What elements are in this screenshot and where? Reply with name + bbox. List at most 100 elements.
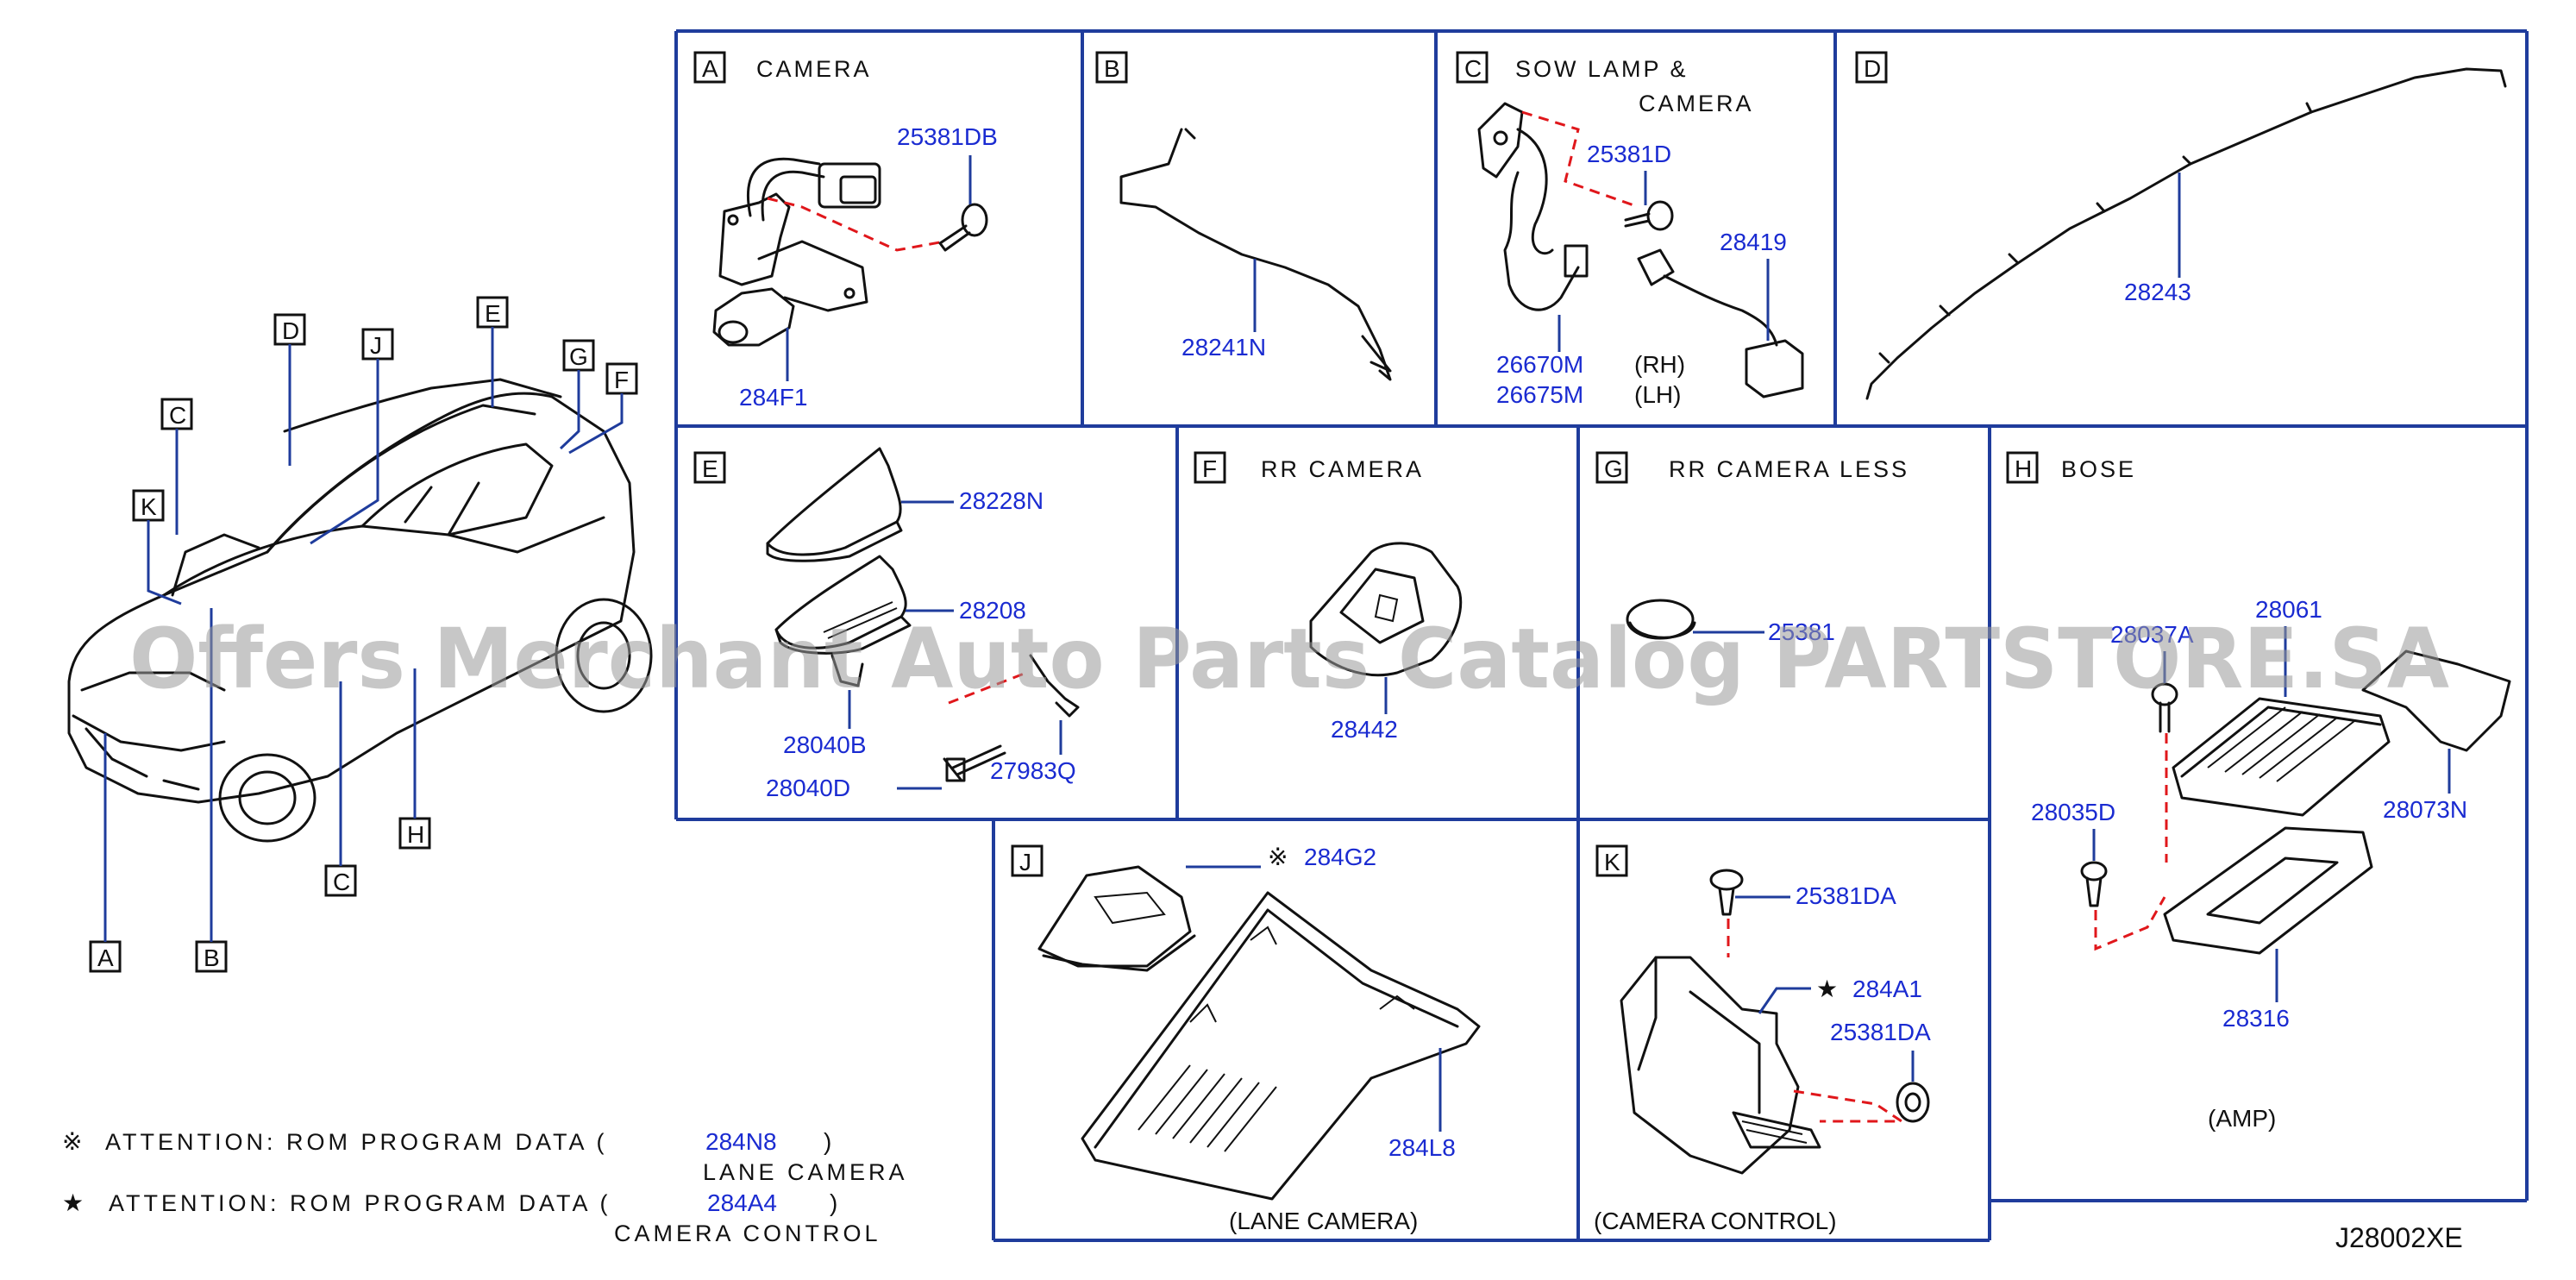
part-25381d: 25381D [1587,141,1671,167]
diagram-code: J28002XE [2335,1222,2463,1253]
panel-g: G RR CAMERA LESS 25381 [1595,451,1909,645]
note-1-text: ATTENTION: ROM PROGRAM DATA ( [105,1129,608,1155]
panel-a-letter-box [693,51,726,84]
note-1-sub: LANE CAMERA [703,1159,908,1185]
bolt-28037a [2151,682,2178,733]
vehicle-label-c-bottom: C [333,869,350,895]
part-25381da-top: 25381DA [1796,882,1896,909]
panel-g-title: RR CAMERA LESS [1669,456,1909,482]
panel-f-letter-box [1194,451,1226,484]
panel-k-letter: K [1604,849,1620,875]
vehicle-label-d-box [273,313,306,346]
harness-28243 [1865,67,2507,400]
part-28442: 28442 [1331,716,1398,743]
note-2-symbol: ★ [62,1189,84,1216]
panel-c-title-line1: SOW LAMP & [1515,56,1689,82]
panel-j-letter: J [1019,849,1031,875]
panel-d-letter-box [1855,51,1888,84]
part-25381: 25381 [1768,618,1835,645]
attention-notes: ※ ATTENTION: ROM PROGRAM DATA ( 284N8 ) … [62,1128,908,1246]
part-284a1: 284A1 [1852,976,1922,1002]
panel-g-letter-box [1595,451,1628,484]
vehicle-label-e: E [485,300,501,327]
harness-28241n [1119,128,1392,381]
part-28241n: 28241N [1181,334,1266,361]
panel-c-letter: C [1464,55,1482,82]
camera-part-drawing [712,157,881,347]
panel-k-letter-box [1595,844,1628,877]
panel-g-letter: G [1604,455,1623,482]
part-28035d: 28035D [2031,799,2115,825]
panel-a-title: CAMERA [756,56,872,82]
vehicle-label-k: K [141,493,157,520]
lane-camera-drawing [1037,865,1196,972]
panel-a-letter: A [702,55,718,82]
panel-k-caption: (CAMERA CONTROL) [1594,1208,1837,1234]
part-28040d: 28040D [766,775,850,801]
bolt-28040d [943,744,1006,782]
panel-j-letter-box [1011,844,1044,877]
panel-h-letter-box [2006,451,2039,484]
vehicle-label-j: J [370,332,382,359]
cover-28073n-drawing [2361,649,2511,752]
panel-c-letter-box [1456,51,1489,84]
bolt-25381da-right [1896,1082,1930,1123]
panel-h: H BOSE 28061 28037A 28035D 28073N [2006,451,2511,1132]
note-1-close: ) [824,1128,831,1155]
panel-f: F RR CAMERA 28442 [1194,451,1463,743]
panel-f-letter: F [1202,455,1217,482]
lane-camera-cover-drawing [1081,891,1481,1201]
note-2-close: ) [830,1189,837,1216]
cap-25381-drawing [1626,599,1696,640]
panel-j-caption: (LANE CAMERA) [1229,1208,1418,1234]
part-28073n: 28073N [2383,796,2467,823]
part-28061: 28061 [2255,596,2322,623]
vehicle-label-c-bottom-box [324,864,357,897]
bolt-25381d [1624,200,1674,231]
panel-a-dashed-line [767,197,945,252]
part-26670m: 26670M [1496,351,1583,378]
part-25381db: 25381DB [897,123,998,150]
vehicle-label-g-box [562,339,595,372]
rr-camera-finisher-drawing [1309,542,1463,677]
panel-f-title: RR CAMERA [1261,456,1424,482]
panel-h-title: BOSE [2061,456,2136,482]
panel-d-letter: D [1864,55,1881,82]
bolt-25381da-top [1709,869,1744,916]
vehicle-label-b-box [195,940,228,973]
note-1-part: 284N8 [705,1128,777,1155]
note-2-part: 284A4 [707,1189,777,1216]
vehicle-label-b: B [204,944,220,971]
antenna-cover-drawing [766,447,903,562]
panel-k-dashed-line-right [1793,1089,1906,1123]
panel-k-marker: ★ [1816,976,1838,1002]
amp-28061-drawing [2172,697,2391,817]
sow-lamp-camera-drawing [1477,102,1804,398]
vehicle-label-a: A [97,944,114,971]
panel-c-title-line2: CAMERA [1639,91,1754,116]
panel-j-marker: ※ [1268,844,1288,870]
side-rh: (RH) [1634,351,1685,378]
bolt-25381db [938,203,988,252]
part-26675m: 26675M [1496,381,1583,408]
note-1-symbol: ※ [62,1128,82,1155]
camera-control-unit-drawing [1620,956,1821,1175]
clip-28035d [2080,861,2108,907]
vehicle-label-h: H [407,821,424,848]
vehicle-label-f: F [614,367,629,393]
panel-e-letter: E [702,455,718,482]
panel-d: D 28243 [1855,51,2507,400]
vehicle-label-j-box [361,328,394,361]
note-2-sub: CAMERA CONTROL [614,1220,881,1246]
panel-h-caption: (AMP) [2208,1105,2276,1132]
panel-b-letter: B [1104,55,1120,82]
note-2-text: ATTENTION: ROM PROGRAM DATA ( [109,1190,611,1216]
connector-27983q [1029,654,1080,718]
panel-e-letter-box [693,451,726,484]
panel-a: A CAMERA 25381DB 284F1 [693,51,998,411]
part-27983q: 27983Q [990,757,1076,784]
panel-h-letter: H [2015,455,2032,482]
vehicle-label-a-box [89,940,122,973]
panel-e-dashed-line [948,671,1027,705]
